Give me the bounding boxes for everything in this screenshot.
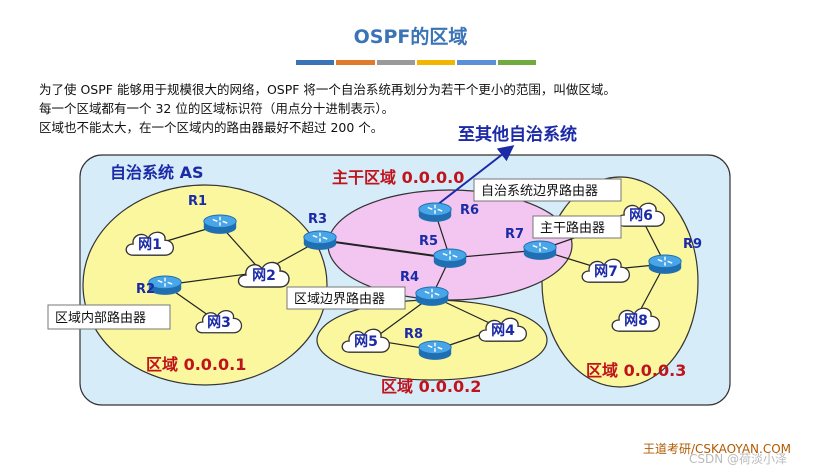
area-label: 区域 0.0.0.2 [381,377,481,396]
color-bar-segment [416,60,456,65]
color-bar-segment [376,60,415,65]
title-color-bar [296,60,536,65]
router-label: R9 [683,237,702,252]
callout-internal-router: 区域内部路由器 [47,304,171,330]
router-label: R1 [188,194,207,209]
color-bar-segment [296,60,335,65]
link [319,239,451,259]
callout-backbone-router: 主干路由器 [532,215,622,239]
router-label: R2 [136,282,155,297]
as-label: 自治系统 AS [110,163,203,182]
callout-text: 主干路由器 [540,220,605,236]
router-icon [418,202,452,223]
router-icon [415,286,449,307]
footer-brand: 王道考研/CSKAOYAN.COM [642,442,791,456]
callout-text: 区域边界路由器 [294,291,385,307]
area-label: 区域 0.0.0.1 [146,355,246,374]
color-bar-segment [497,60,536,65]
router-label: R8 [404,327,423,342]
area-label: 区域 0.0.0.3 [586,361,686,380]
color-bar-segment [336,60,375,65]
network-label: 网4 [491,323,515,339]
network-label: 网8 [624,313,648,329]
callout-asbr: 自治系统边界路由器 [473,178,622,202]
router-icon [418,340,452,361]
watermark: CSDN @荷淡小泽 [688,452,787,466]
router-labels: R1 R2 R3 R4 R5 R6 R7 R8 R9 [136,194,702,342]
router-label: R7 [505,227,524,242]
network-label: 网6 [629,208,653,224]
network-label: 网1 [138,237,162,253]
intro-line: 为了使 OSPF 能够用于规模很大的网络，OSPF 将一个自治系统再划分为若干个… [39,82,616,97]
color-bar-segment [457,60,496,65]
router-label: R3 [308,212,327,227]
router-icon [203,214,237,235]
to-other-as-label: 至其他自治系统 [458,124,577,145]
slide-title: OSPF的区域 [353,26,468,48]
router-icon [648,254,682,275]
router-icon [523,240,557,261]
callout-text: 自治系统边界路由器 [481,183,598,199]
router-icon [303,230,337,251]
router-label: R6 [460,203,479,218]
intro-line: 每一个区域都有一个 32 位的区域标识符（用点分十进制表示）。 [39,101,395,116]
backbone-area-label: 主干区域 0.0.0.0 [332,168,464,187]
callout-text: 区域内部路由器 [55,310,146,326]
network-labels: 网1 网2 网3 网4 网5 网6 网7 网8 [138,208,653,350]
to-other-as-arrow [436,145,515,206]
intro-text: 为了使 OSPF 能够用于规模很大的网络，OSPF 将一个自治系统再划分为若干个… [39,80,799,137]
callout-abr: 区域边界路由器 [286,286,406,310]
network-label: 网7 [594,264,618,280]
router-label: R4 [400,270,419,285]
intro-line: 区域也不能太大，在一个区域内的路由器最好不超过 200 个。 [39,120,384,135]
network-label: 网3 [207,315,231,331]
router-icon [433,248,467,269]
router-label: R5 [419,234,438,249]
network-label: 网2 [252,268,276,284]
network-label: 网5 [354,334,378,350]
